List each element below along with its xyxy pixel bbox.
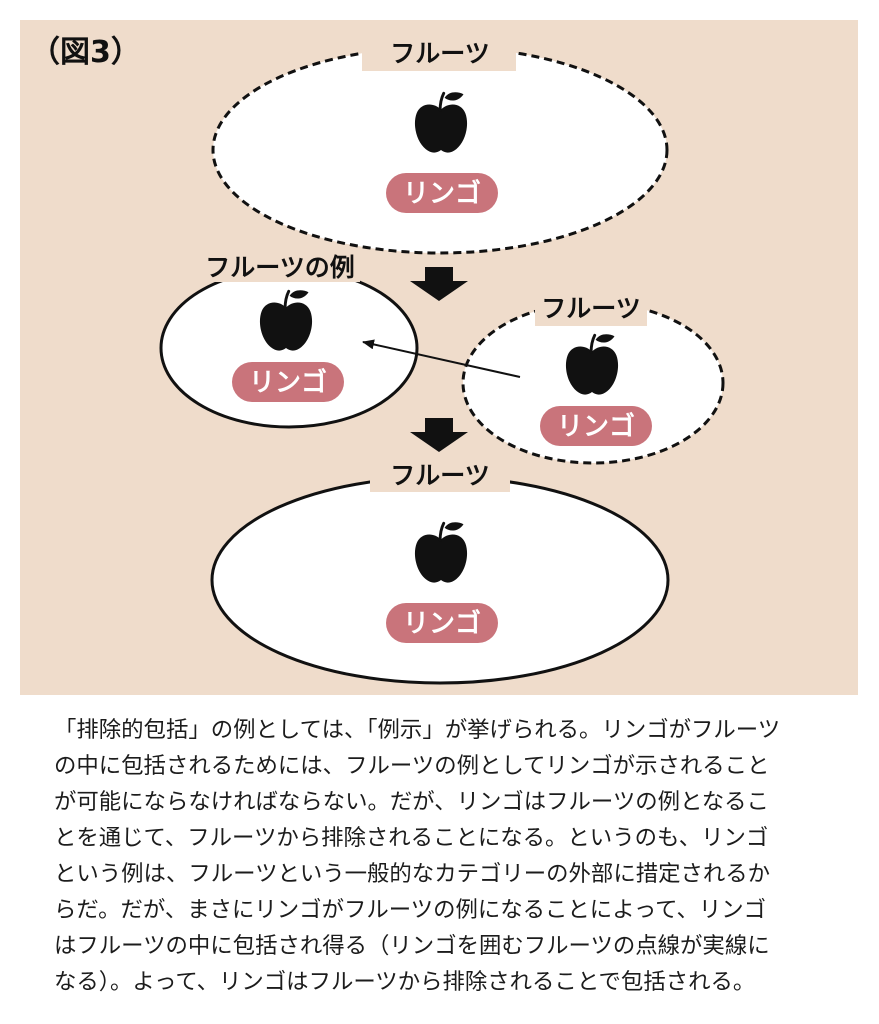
caption-line: 「排除的包括」の例としては、「例示」が挙げられる。リンゴがフルーツ xyxy=(54,717,781,743)
stage-1-item-badge xyxy=(386,173,498,213)
caption-line: らだ。だが、まさにリンゴがフルーツの例になることによって、リンゴ xyxy=(54,897,767,923)
figure-panel: （図3） フルーツ リンゴ フルーツの例 リンゴ フルーツ xyxy=(20,20,858,695)
stage-4-category-label: フルーツ xyxy=(390,461,490,490)
stage-3-category-label: フルーツ xyxy=(541,294,641,323)
stage-1-item-label: リンゴ xyxy=(403,178,481,209)
stage-1-category-label-bg xyxy=(362,35,516,71)
caption-line: が可能にならなければならない。だが、リンゴはフルーツの例となるこ xyxy=(54,789,769,815)
stage-3-item-badge xyxy=(540,406,652,446)
stage-4-category-label-bg xyxy=(370,458,510,492)
stage-2-group: フルーツの例 リンゴ xyxy=(159,250,419,429)
caption-line: はフルーツの中に包括され得る（リンゴを囲むフルーツの点線が実線に xyxy=(54,933,770,959)
stage-1-category-label: フルーツ xyxy=(390,39,490,68)
stage-1-group: フルーツ リンゴ xyxy=(211,35,669,255)
stage-3-item-label: リンゴ xyxy=(557,411,635,442)
example-arrow xyxy=(362,339,521,378)
diagram: （図3） フルーツ リンゴ フルーツの例 リンゴ フルーツ xyxy=(30,35,725,685)
stage-3-group: フルーツ リンゴ xyxy=(461,292,725,465)
caption-line: なる）。よって、リンゴはフルーツから排除されることで包括される。 xyxy=(54,969,756,995)
down-arrow-1 xyxy=(410,267,468,301)
down-arrow-2 xyxy=(410,418,468,452)
stage-4-item-badge xyxy=(386,603,498,643)
stage-2-category-label-bg xyxy=(198,250,360,282)
caption-line: とを通じて、フルーツから排除されることになる。というのも、リンゴ xyxy=(54,825,769,851)
stage-2-item-badge xyxy=(232,362,344,402)
stage-2-item-label: リンゴ xyxy=(249,367,327,398)
stage-4-group: フルーツ リンゴ xyxy=(210,458,670,685)
stage-2-category-label: フルーツの例 xyxy=(205,253,355,282)
figure-label: （図3） xyxy=(30,35,141,70)
caption-paragraph: 「排除的包括」の例としては、「例示」が挙げられる。リンゴがフルーツ の中に包括さ… xyxy=(54,712,844,1000)
caption-line: の中に包括されるためには、フルーツの例としてリンゴが示されること xyxy=(54,753,770,779)
stage-3-category-label-bg xyxy=(535,292,647,326)
caption-line: という例は、フルーツという一般的なカテゴリーの外部に措定されるか xyxy=(54,861,771,887)
stage-4-item-label: リンゴ xyxy=(403,608,481,639)
